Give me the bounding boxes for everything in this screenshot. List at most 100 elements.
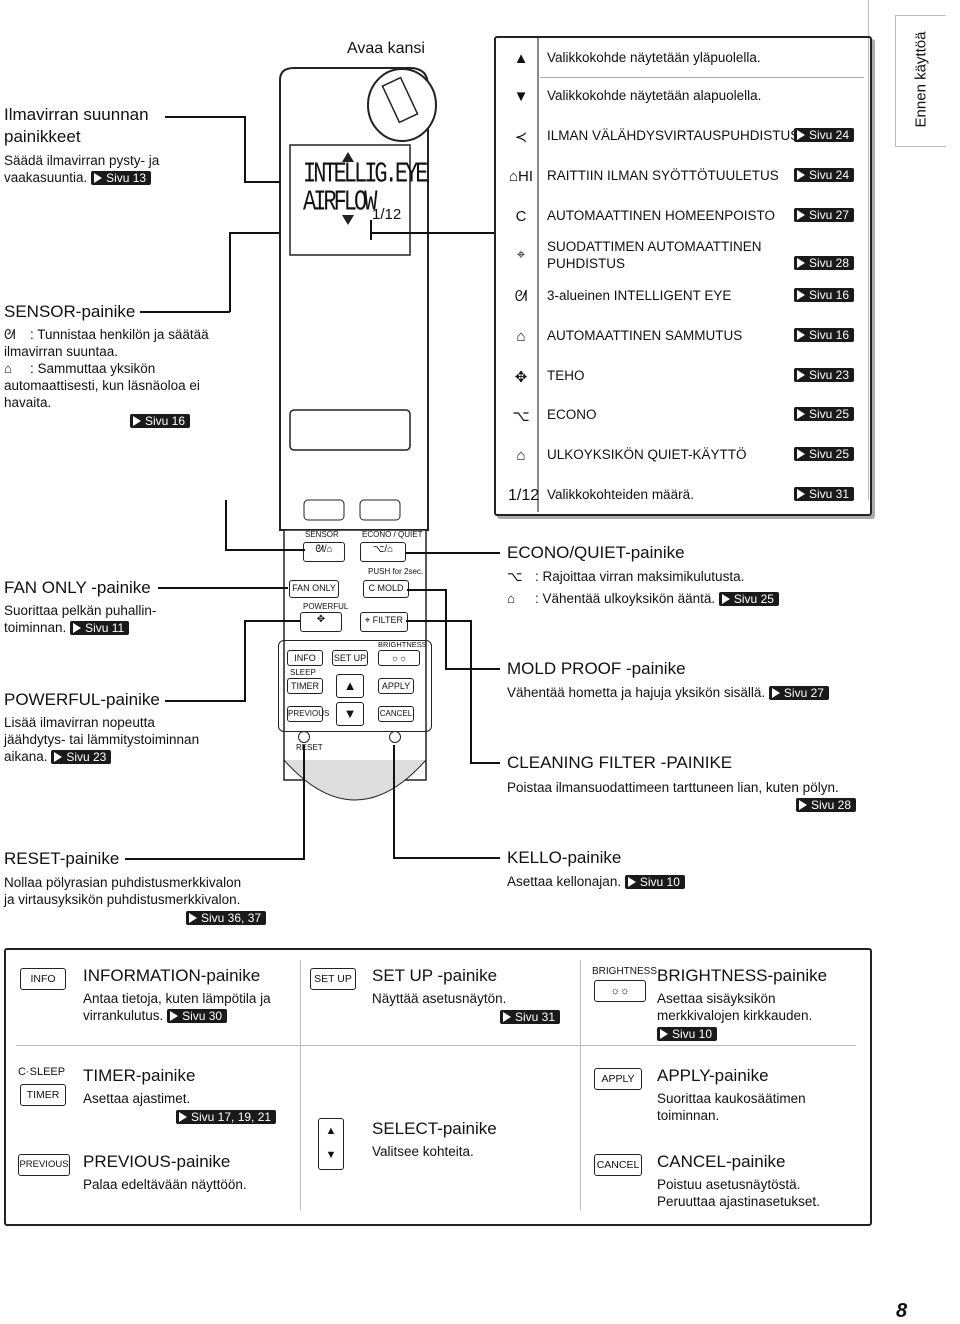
fresh-air-icon: ⌂HI [508, 168, 534, 185]
up-triangle-icon: ▲ [513, 50, 529, 67]
setup-key-icon: SET UP [310, 968, 356, 990]
clock-title: KELLO-painike [507, 848, 622, 867]
select-title: SELECT-painike [372, 1119, 497, 1138]
quiet-icon: ⌂ [516, 447, 526, 464]
brightness-key-label: BRIGHTNESS [592, 966, 658, 977]
setup-desc: Näyttää asetusnäytön. [372, 991, 507, 1006]
previous-title: PREVIOUS-painike [83, 1152, 231, 1171]
filter-icon: ⌖ [516, 246, 526, 263]
powerful-desc: Lisää ilmavirran nopeutta jäähdytys- tai… [4, 715, 200, 765]
mold-title: MOLD PROOF -painike [507, 659, 686, 678]
quiet-icon: ⌂ [507, 591, 516, 606]
apply-title: APPLY-painike [657, 1066, 769, 1085]
powerful-button[interactable]: ✥ [300, 612, 342, 632]
fan-only-title: FAN ONLY -painike [4, 578, 151, 597]
bottom-panel [4, 948, 872, 1226]
sensor-item1: ᘛ: Tunnistaa henkilön ja säätää ilmavirr… [4, 327, 209, 359]
clock-button[interactable] [389, 731, 401, 743]
select-desc: Valitsee kohteita. [372, 1144, 474, 1159]
display-count: 1/12 [372, 206, 402, 223]
mold-icon: C [515, 208, 527, 225]
previous-key-icon: PREVIOUS [18, 1154, 70, 1176]
airflow-ref[interactable]: Sivu 13 [91, 171, 152, 186]
open-cover-label: Avaa kansi [347, 40, 425, 57]
filter-button[interactable]: ⌖ FILTER [360, 612, 408, 632]
down-triangle-icon: ▼ [513, 88, 529, 105]
intelligent-eye-icon: ᘛ [4, 327, 16, 342]
airflow-desc: Säädä ilmavirran pysty- ja vaakasuuntia.… [4, 153, 160, 186]
clock-desc: Asettaa kellonajan. Sivu 10 [507, 873, 685, 890]
setup-title: SET UP -painike [372, 966, 498, 985]
brightness-key-icon: ☼☼ [594, 980, 646, 1002]
timer-desc: Asettaa ajastimet. [83, 1091, 191, 1106]
reset-title: RESET-painike [4, 849, 120, 868]
filter-desc: Poistaa ilmansuodattimeen tarttuneen lia… [507, 780, 839, 795]
econo-quiet-item1: ⌥: Rajoittaa virran maksimikulutusta. [507, 569, 745, 584]
sensor-title: SENSOR-painike [4, 302, 136, 321]
remote-econo-label: ECONO / QUIET [362, 530, 423, 539]
mold-desc: Vähentää hometta ja hajuja yksikön sisäl… [507, 684, 829, 701]
timer-button[interactable]: TIMER [287, 678, 323, 694]
auto-off-icon: ⌂ [516, 328, 526, 345]
brightness-title: BRIGHTNESS-painike [657, 966, 828, 985]
fan-only-button[interactable]: FAN ONLY [289, 580, 339, 598]
timer-ref[interactable]: Sivu 17, 19, 21 [176, 1109, 277, 1124]
brightness-button[interactable]: ☼☼ [378, 650, 420, 666]
menu-row-filter: ⌖ SUODATTIMEN AUTOMAATTINEN PUHDISTUS Si… [500, 238, 860, 272]
info-title: INFORMATION-painike [83, 966, 261, 985]
menu-box [494, 36, 872, 516]
reset-ref[interactable]: Sivu 36, 37 [186, 910, 267, 925]
select-key-icon: ▲▼ [318, 1118, 344, 1170]
remote-sensor-label: SENSOR [305, 530, 339, 539]
side-tab-label: Ennen käyttöä [912, 31, 930, 128]
display-line1: INTELLIG.EYE [303, 158, 428, 191]
display-line2: AIRFLOW [303, 186, 377, 219]
info-desc: Antaa tietoja, kuten lämpötila ja virran… [83, 991, 271, 1024]
intelligent-eye-icon: ᘛ [514, 288, 528, 305]
airflow-title: Ilmavirran suunnan painikkeet [4, 105, 149, 146]
info-button[interactable]: INFO [287, 650, 323, 666]
econo-icon: ⌥ [507, 569, 523, 584]
sensor-button[interactable]: ᘛ/⌂ [303, 542, 345, 562]
econo-icon: ⌥ [512, 408, 530, 425]
mold-button[interactable]: C MOLD [363, 580, 409, 598]
info-key-icon: INFO [20, 968, 66, 990]
page-number: 8 [896, 1300, 908, 1322]
sleep-key-label: C·SLEEP [18, 1066, 66, 1078]
remote-brightness-label: BRIGHTNESS [378, 640, 427, 649]
remote-reset-label: RESET [296, 743, 323, 752]
timer-title: TIMER-painike [83, 1066, 196, 1085]
cover-icon [367, 68, 437, 142]
select-up-button[interactable]: ▲ [336, 674, 364, 698]
reset-button[interactable] [298, 731, 310, 743]
reset-desc: Nollaa pölyrasian puhdistusmerkkivalon j… [4, 875, 242, 907]
setup-button[interactable]: SET UP [332, 650, 368, 666]
cancel-desc: Poistuu asetusnäytöstä. Peruuttaa ajasti… [657, 1177, 820, 1209]
remote-push-label: PUSH for 2sec. [368, 567, 424, 576]
brightness-desc: Asettaa sisäyksikön merkkivalojen kirkka… [657, 991, 813, 1023]
apply-desc: Suorittaa kaukosäätimen toiminnan. [657, 1091, 806, 1123]
brightness-ref[interactable]: Sivu 10 [657, 1026, 718, 1041]
apply-button[interactable]: APPLY [378, 678, 414, 694]
cancel-button[interactable]: CANCEL [378, 706, 414, 722]
previous-button[interactable]: PREVIOUS [287, 706, 329, 722]
select-down-button[interactable]: ▼ [336, 702, 364, 726]
econo-quiet-item2: ⌂: Vähentää ulkoyksikön ääntä. Sivu 25 [507, 590, 779, 607]
setup-ref[interactable]: Sivu 31 [500, 1009, 561, 1024]
remote-sleep-label: SLEEP [290, 668, 316, 677]
sensor-ref[interactable]: Sivu 16 [130, 413, 191, 428]
cancel-title: CANCEL-painike [657, 1152, 786, 1171]
draft-free-icon: ≺ [514, 129, 528, 146]
previous-desc: Palaa edeltävään näyttöön. [83, 1177, 247, 1192]
filter-ref[interactable]: Sivu 28 [796, 797, 857, 812]
cancel-key-icon: CANCEL [594, 1154, 642, 1176]
auto-off-icon: ⌂ [4, 361, 13, 376]
powerful-title: POWERFUL-painike [4, 690, 160, 709]
remote-powerful-label: POWERFUL [303, 602, 349, 611]
fan-only-desc: Suorittaa pelkän puhallin-toiminnan. Siv… [4, 603, 157, 636]
econo-quiet-button[interactable]: ⌥/⌂ [360, 542, 406, 562]
apply-key-icon: APPLY [594, 1068, 642, 1090]
econo-quiet-title: ECONO/QUIET-painike [507, 543, 685, 562]
side-tab: Ennen käyttöä [895, 15, 946, 147]
timer-key-icon: TIMER [20, 1084, 66, 1106]
